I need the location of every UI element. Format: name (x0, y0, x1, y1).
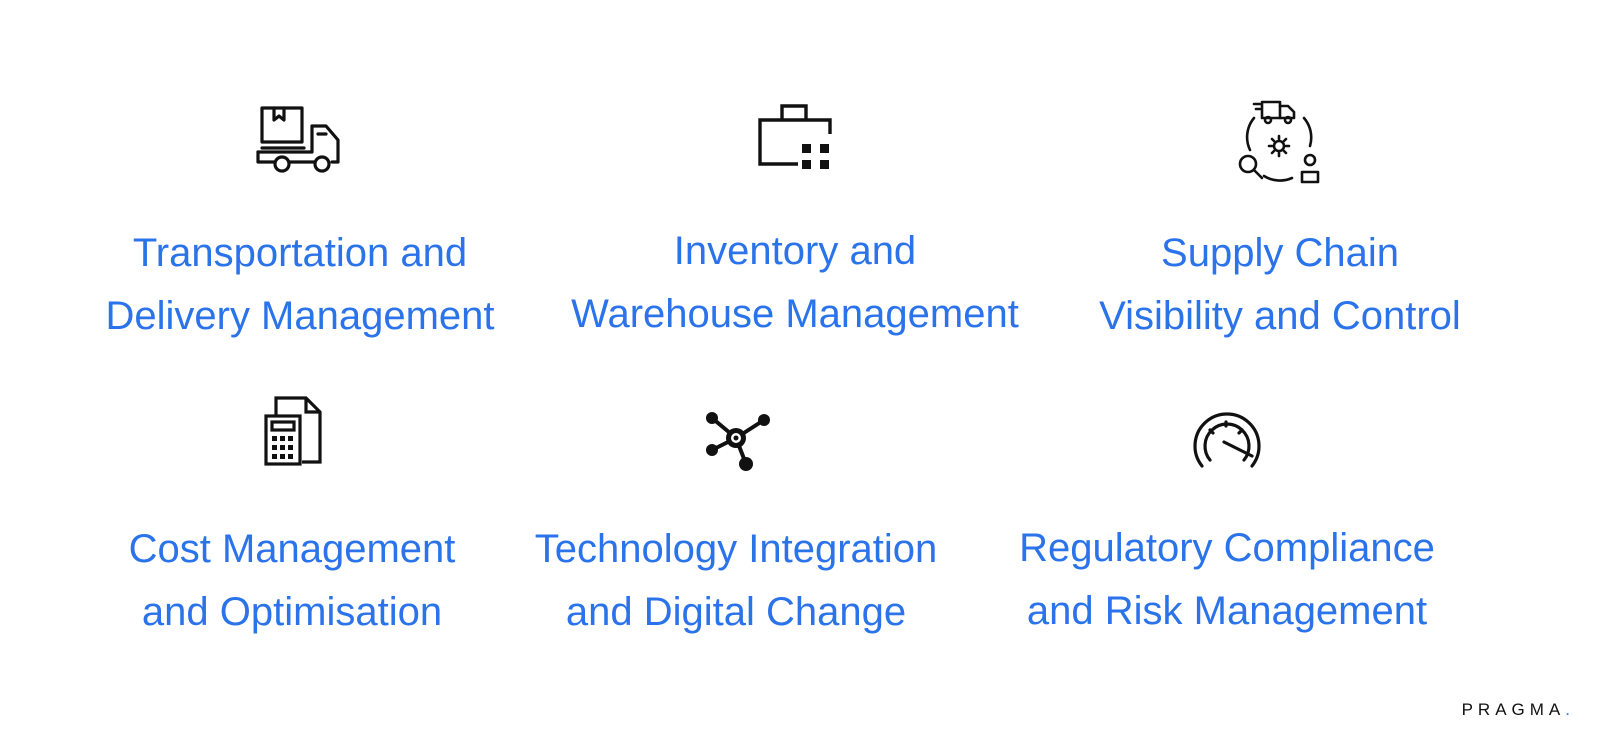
brand-logo: PRAGMA. (1462, 700, 1570, 720)
item-label-regulatory: Regulatory Compliance and Risk Managemen… (1019, 526, 1435, 633)
delivery-truck-icon (256, 104, 346, 176)
brand-name: PRAGMA (1461, 700, 1566, 719)
item-label-technology: Technology Integration and Digital Chang… (534, 527, 938, 634)
brand-dot: . (1565, 700, 1570, 719)
network-nodes-icon (700, 406, 776, 474)
calculator-document-icon (262, 396, 326, 470)
supply-chain-cycle-icon (1234, 98, 1324, 188)
item-label-supply-chain: Supply Chain Visibility and Control (1099, 231, 1461, 338)
gauge-meter-icon (1190, 408, 1264, 470)
warehouse-briefcase-icon (756, 102, 836, 174)
item-label-transportation: Transportation and Delivery Management (105, 231, 495, 338)
item-label-cost: Cost Management and Optimisation (128, 527, 456, 634)
item-label-inventory: Inventory and Warehouse Management (571, 229, 1019, 336)
